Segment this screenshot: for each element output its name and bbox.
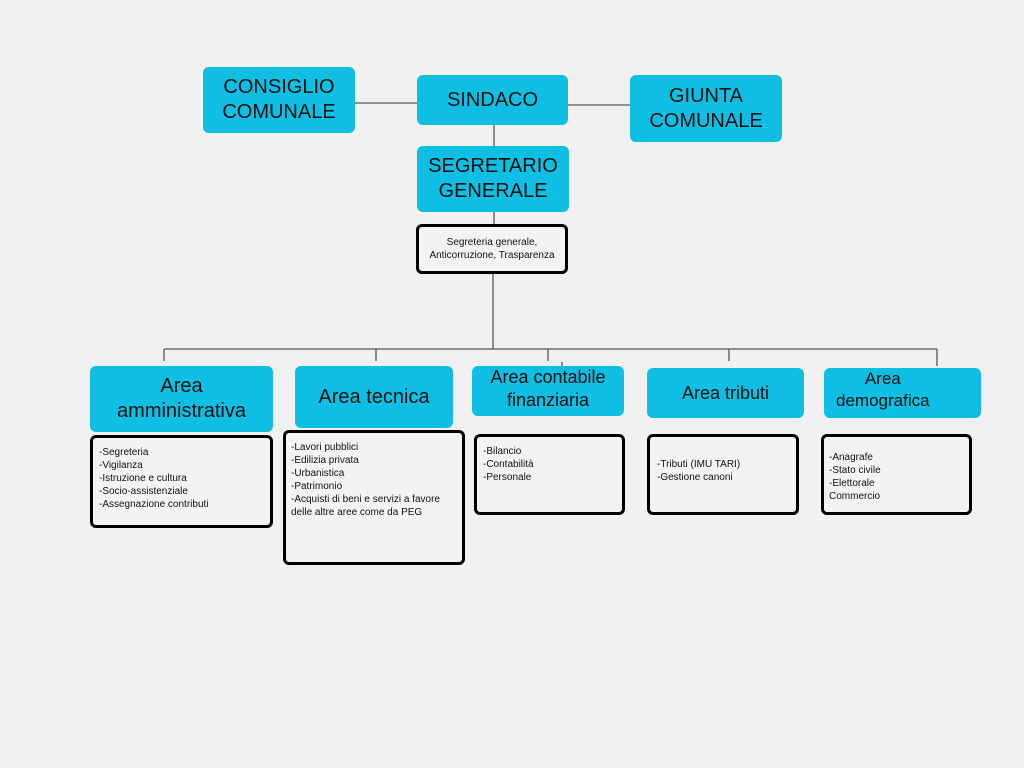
area-amministrativa-functions: -Segreteria -Vigilanza -Istruzione e cul… (90, 435, 273, 528)
area-tributi-functions: -Tributi (IMU TARI) -Gestione canoni (647, 434, 799, 515)
giunta-comunale-node: GIUNTA COMUNALE (630, 75, 782, 142)
area-tecnica-functions: -Lavori pubblici -Edilizia privata -Urba… (283, 430, 465, 565)
area-demografica-functions: -Anagrafe -Stato civile -Elettorale Comm… (821, 434, 972, 515)
area-contabile-finanziaria-node: Area contabile finanziaria (472, 366, 624, 416)
area-tributi-node: Area tributi (647, 368, 804, 418)
area-demografica-node: Area demografica (824, 368, 981, 418)
area-contabile-functions: -Bilancio -Contabilità -Personale (474, 434, 625, 515)
area-tecnica-node: Area tecnica (295, 366, 453, 428)
segretario-functions-box: Segreteria generale, Anticorruzione, Tra… (416, 224, 568, 274)
area-amministrativa-node: Area amministrativa (90, 366, 273, 432)
consiglio-comunale-node: CONSIGLIO COMUNALE (203, 67, 355, 133)
segretario-generale-node: SEGRETARIO GENERALE (417, 146, 569, 212)
sindaco-node: SINDACO (417, 75, 568, 125)
